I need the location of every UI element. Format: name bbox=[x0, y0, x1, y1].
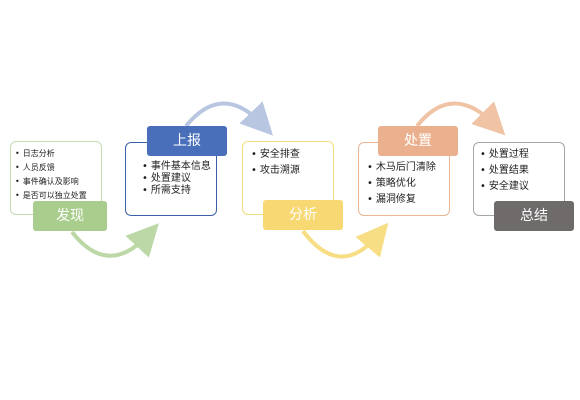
step-summarize-item: 安全建议 bbox=[480, 179, 564, 195]
step-discover-label: 发现 bbox=[33, 201, 107, 231]
step-summarize-item: 处置结果 bbox=[480, 163, 564, 179]
arrow-dispose-to-summarize bbox=[415, 101, 506, 136]
step-report-label: 上报 bbox=[147, 126, 227, 156]
step-dispose-item: 策略优化 bbox=[367, 176, 449, 192]
step-discover-item: 事件确认及影响 bbox=[15, 175, 101, 189]
step-dispose-item: 漏洞修复 bbox=[367, 192, 449, 208]
step-report-item: 所需支持 bbox=[142, 185, 216, 197]
arrow-report-to-analyze bbox=[184, 101, 274, 136]
step-dispose-label: 处置 bbox=[378, 126, 458, 156]
step-discover-item: 日志分析 bbox=[15, 147, 101, 161]
step-dispose-item: 木马后门清除 bbox=[367, 160, 449, 176]
step-summarize-label: 总结 bbox=[494, 201, 574, 231]
step-summarize-item: 处置过程 bbox=[480, 147, 564, 163]
step-discover-item: 是否可以独立处置 bbox=[15, 189, 101, 203]
step-analyze-item: 攻击溯源 bbox=[251, 163, 333, 179]
step-discover-item: 人员反馈 bbox=[15, 161, 101, 175]
arrow-discover-to-report bbox=[70, 223, 159, 258]
step-report-item: 处置建议 bbox=[142, 173, 216, 185]
step-report-item: 事件基本信息 bbox=[142, 161, 216, 173]
step-analyze-item: 安全排查 bbox=[251, 147, 333, 163]
arrow-analyze-to-dispose bbox=[301, 222, 389, 259]
step-analyze-label: 分析 bbox=[263, 200, 343, 230]
